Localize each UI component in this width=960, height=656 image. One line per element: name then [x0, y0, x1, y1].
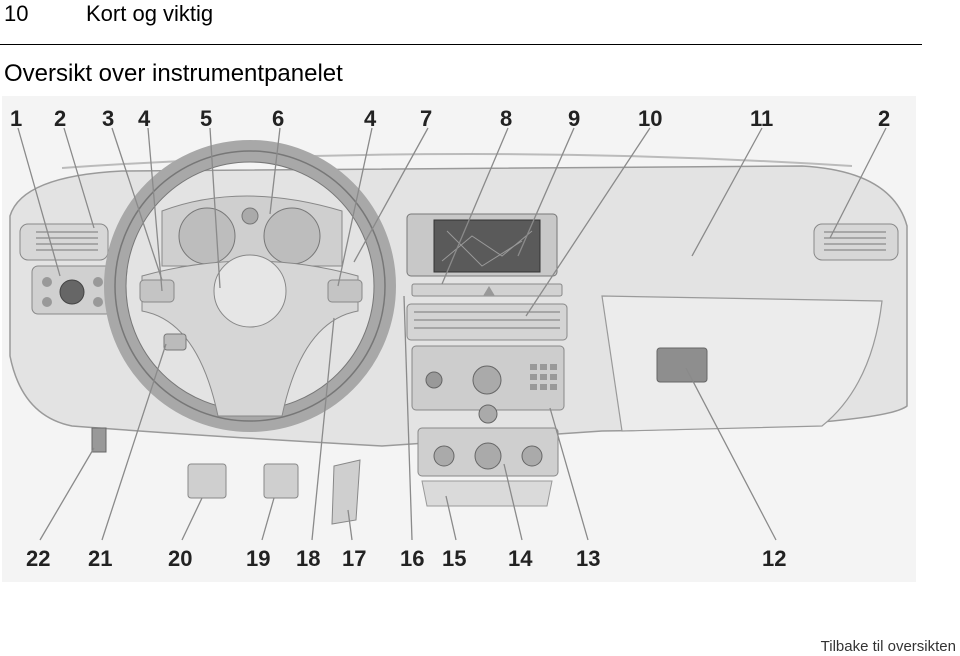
right-vent: [813, 223, 899, 261]
callout-2b: 2: [878, 106, 890, 131]
glovebox-handle: [656, 347, 708, 383]
accelerator-pedal: [331, 459, 361, 525]
page-number: 10: [4, 1, 29, 26]
page-header: 10 Kort og viktig: [0, 0, 922, 45]
callout-15: 15: [442, 546, 466, 571]
dashboard-svg: 1 2 3 4 5 6 4 7 8 9 10 11 2 22 21 20 19 …: [2, 96, 916, 582]
callout-7: 7: [420, 106, 432, 131]
callout-16: 16: [400, 546, 424, 571]
callout-2: 2: [54, 106, 66, 131]
back-to-overview-link[interactable]: Tilbake til oversikten: [820, 638, 956, 655]
callout-11: 11: [750, 106, 773, 131]
clutch-pedal: [187, 463, 227, 499]
callout-19: 19: [246, 546, 270, 571]
callout-14: 14: [508, 546, 533, 571]
callout-3: 3: [102, 106, 114, 131]
callout-20: 20: [168, 546, 192, 571]
callout-5: 5: [200, 106, 212, 131]
callout-6: 6: [272, 106, 284, 131]
callout-4b: 4: [364, 106, 377, 131]
glovebox: [601, 295, 883, 432]
page-title: Oversikt over instrumentpanelet: [4, 60, 343, 87]
centre-vents: [406, 303, 568, 341]
callout-21: 21: [88, 546, 112, 571]
left-vent: [19, 223, 109, 261]
callouts-top: 1 2 3 4 5 6 4 7 8 9 10 11 2: [10, 106, 890, 131]
callout-13: 13: [576, 546, 600, 571]
callout-1: 1: [10, 106, 22, 131]
callouts-bottom: 22 21 20 19 18 17 16 15 14 13 12: [26, 546, 786, 571]
callout-22: 22: [26, 546, 50, 571]
callout-8: 8: [500, 106, 512, 131]
callout-18: 18: [296, 546, 320, 571]
chapter-title: Kort og viktig: [86, 1, 214, 26]
dashboard-illustration: 1 2 3 4 5 6 4 7 8 9 10 11 2 22 21 20 19 …: [2, 96, 916, 582]
callout-4: 4: [138, 106, 151, 131]
callout-17: 17: [342, 546, 366, 571]
brake-pedal: [263, 463, 299, 499]
callout-12: 12: [762, 546, 786, 571]
callout-9: 9: [568, 106, 580, 131]
leader-lines: [17, 127, 887, 541]
steering-hub: [213, 254, 287, 328]
callout-10: 10: [638, 106, 662, 131]
